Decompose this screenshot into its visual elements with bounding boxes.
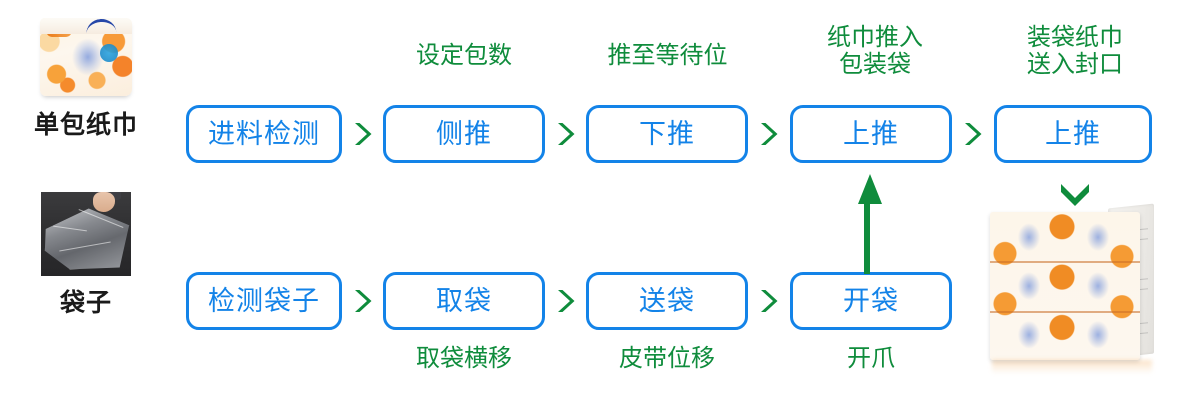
chevron-right-icon (355, 123, 372, 145)
node-top-1[interactable]: 进料检测 (186, 105, 342, 163)
chevron-right-icon (761, 123, 778, 145)
note-bottom-3: 皮带位移 (619, 344, 715, 372)
node-bottom-4-label: 开袋 (843, 285, 899, 317)
legend-item-tissue: 单包纸巾 (22, 18, 150, 137)
chevron-right-icon (965, 123, 982, 145)
stack-front-panel (990, 212, 1140, 360)
legend-item-bag: 袋子 (22, 192, 150, 315)
chevron-right-icon (761, 290, 778, 312)
stack-reflection (992, 360, 1152, 374)
node-bottom-3[interactable]: 送袋 (586, 272, 748, 330)
note-bottom-2: 取袋横移 (416, 344, 512, 372)
plastic-bag-image (41, 192, 131, 276)
pack-top-strip (40, 18, 132, 34)
note-top-2: 设定包数 (416, 41, 512, 69)
node-top-3[interactable]: 下推 (586, 105, 748, 163)
stack-seam (990, 311, 1140, 313)
stack-seam (990, 261, 1140, 263)
node-top-2-label: 侧推 (436, 118, 492, 150)
node-bottom-4[interactable]: 开袋 (790, 272, 952, 330)
node-bottom-2-label: 取袋 (436, 285, 492, 317)
node-top-4-label: 上推 (843, 118, 899, 150)
node-bottom-1[interactable]: 检测袋子 (186, 272, 342, 330)
chevron-right-icon (355, 290, 372, 312)
note-top-4: 纸巾推入 包装袋 (827, 23, 923, 78)
node-bottom-3-label: 送袋 (639, 285, 695, 317)
bag-sheet (44, 208, 130, 270)
node-top-5[interactable]: 上推 (994, 105, 1152, 163)
node-top-1-label: 进料检测 (208, 118, 320, 150)
node-top-4[interactable]: 上推 (790, 105, 952, 163)
node-bottom-2[interactable]: 取袋 (383, 272, 545, 330)
bag-hand (93, 192, 115, 212)
chevron-down-icon (1061, 184, 1089, 206)
legend-label-tissue: 单包纸巾 (33, 110, 138, 139)
node-bottom-1-label: 检测袋子 (208, 285, 320, 317)
node-top-2[interactable]: 侧推 (383, 105, 545, 163)
chevron-right-icon (558, 123, 575, 145)
tissue-pack-image (40, 18, 132, 96)
node-top-5-label: 上推 (1045, 118, 1101, 150)
packaged-tissue-stack-image (990, 203, 1165, 374)
legend-label-bag: 袋子 (59, 288, 112, 317)
node-top-3-label: 下推 (639, 118, 695, 150)
note-top-3: 推至等待位 (607, 41, 728, 69)
note-bottom-4: 开爪 (847, 344, 895, 372)
note-top-5: 装袋纸巾 送入封口 (1027, 23, 1123, 78)
arrow-up-icon (858, 174, 882, 274)
chevron-right-icon (558, 290, 575, 312)
